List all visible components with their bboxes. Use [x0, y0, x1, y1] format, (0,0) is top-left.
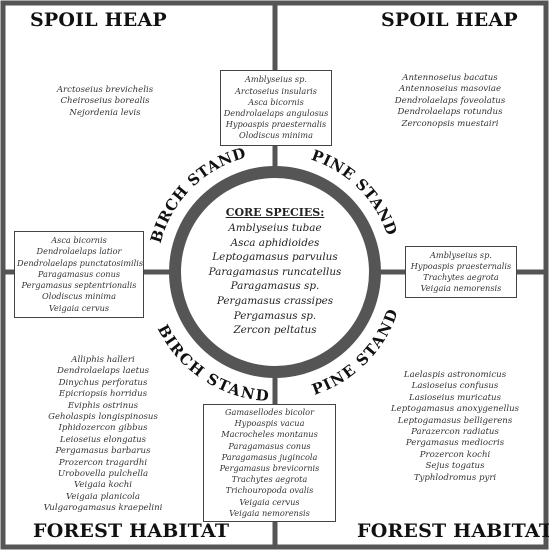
species-item: Veigaia planicola [66, 491, 140, 502]
core-species-item: Pergamasus sp. [233, 309, 317, 322]
species-box-left: Asca bicornis Dendrolaelaps latior Dendr… [14, 231, 144, 318]
species-item: Typhlodromus pyri [413, 472, 497, 483]
species-item: Pergamasus barbarus [55, 446, 151, 457]
species-item: Pergamasus brevicornis [219, 463, 320, 473]
species-item: Arctoseius insularis [235, 85, 317, 96]
heading-bottom-left: FOREST HABITAT [33, 520, 230, 542]
species-item: Olodiscus minima [42, 291, 116, 302]
species-list-bottom-right: Laelaspis astronomicus Lasioseius confus… [385, 370, 525, 484]
species-item: Zerconopsis muestairi [401, 118, 499, 129]
species-item: Hypoaspis praesternalis [410, 260, 512, 271]
species-item: Veigaia cervus [239, 496, 300, 507]
species-item: Antennoseius bacatus [402, 73, 498, 83]
species-item: Paragamasus conus [228, 440, 311, 451]
species-item: Veigaia cervus [48, 302, 110, 313]
species-item: Epicriopsis horridus [58, 389, 148, 400]
species-item: Laelaspis astronomicus [403, 370, 507, 380]
species-item: Paragamasus conus [37, 268, 121, 279]
species-item: Leioseius elongatus [59, 434, 147, 445]
species-list-bottom-left: Alliphis halleri Dendrolaelaps laetus Di… [28, 355, 178, 515]
heading-top-left: SPOIL HEAP [30, 9, 167, 31]
species-item: Macrocheles montanus [221, 429, 318, 440]
core-species-item: Leptogamasus parvulus [212, 251, 338, 264]
species-item: Olodiscus minima [239, 130, 313, 141]
species-item: Dendrolaelaps foveolatus [394, 95, 506, 106]
species-item: Veigaia nemorensis [420, 283, 502, 294]
core-species-item: Pergamasus crassipes [216, 294, 334, 307]
core-species-item: Paragamasus runcatellus [208, 265, 342, 278]
species-item: Amblyseius sp. [430, 249, 492, 260]
species-box-right: Amblyseius sp. Hypoaspis praesternalis T… [405, 246, 517, 298]
species-item: Hypoaspis vacua [234, 418, 305, 429]
species-item: Lasioseius muricatus [409, 392, 501, 403]
core-species-item: Asca aphidioides [230, 236, 320, 249]
species-item: Trichouropoda ovalis [225, 485, 314, 496]
core-species-item: Paragamasus sp. [230, 280, 320, 293]
species-item: Trachytes aegrota [423, 272, 499, 282]
species-item: Dendrolaelaps punctatosimilis [17, 257, 144, 268]
species-item: Nejordenia levis [69, 107, 141, 118]
species-item: Lasioseius confusus [411, 381, 499, 392]
core-species-panel: CORE SPECIES: Amblyseius tubae Asca aphi… [180, 206, 370, 346]
species-list-top-right: Antennoseius bacatus Antennoseius masovi… [385, 73, 515, 130]
species-item: Pergamasus septentrionalis [21, 280, 137, 291]
species-item: Eviphis ostrinus [67, 400, 139, 411]
species-item: Geholaspis longispinosus [48, 412, 158, 423]
species-item: Trachytes aegrota [231, 474, 308, 485]
species-item: Veigaia nemorensis [229, 507, 310, 518]
species-item: Dendrolaelaps rotundus [397, 107, 503, 118]
species-item: Leptogamasus belligerens [397, 415, 513, 426]
species-item: Veigaia kochi [74, 480, 132, 491]
species-item: Dinychus perforatus [58, 377, 148, 388]
species-item: Prozercon tragardhi [58, 457, 148, 468]
core-species-title: CORE SPECIES: [225, 206, 325, 219]
core-ring [169, 166, 381, 378]
species-item: Cheiroseius borealis [60, 96, 150, 107]
species-item: Vulgarogamasus kraepelini [43, 503, 163, 514]
species-item: Amblyseius sp. [245, 74, 307, 85]
species-item: Leptogamasus anoxygenellus [390, 404, 520, 415]
species-item: Antennoseius masoviae [398, 84, 502, 95]
heading-bottom-right: FOREST HABITAT [357, 520, 549, 542]
species-item: Asca bicornis [51, 235, 107, 246]
species-item: Dendrolaelaps laetus [56, 366, 150, 377]
species-item: Arctoseius brevichelis [56, 85, 154, 95]
species-item: Pergamasus mediocris [405, 438, 505, 449]
species-item: Asca bicornis [248, 96, 304, 107]
species-box-bottom: Gamasellodes bicolor Hypoaspis vacua Mac… [203, 404, 336, 522]
core-species-item: Amblyseius tubae [228, 222, 322, 234]
species-item: Dendrolaelaps angulosus [223, 108, 329, 118]
species-list-top-left: Arctoseius brevichelis Cheiroseius borea… [40, 85, 170, 119]
heading-top-right: SPOIL HEAP [381, 9, 518, 31]
species-item: Dendrolaelaps latior [36, 246, 122, 257]
species-item: Sejus togatus [425, 461, 485, 472]
species-item: Gamasellodes bicolor [224, 406, 314, 417]
species-item: Urobovella pulchella [57, 469, 149, 480]
species-item: Parazercon radiatus [411, 427, 499, 438]
core-species-item: Zercon peltatus [233, 324, 317, 337]
species-item: Prozercon kochi [419, 449, 491, 460]
species-item: Alliphis halleri [71, 355, 135, 365]
species-box-top: Amblyseius sp. Arctoseius insularis Asca… [220, 70, 332, 146]
species-item: Hypoaspis praesternalis [225, 119, 327, 130]
species-item: Paragamasus jugincola [221, 451, 318, 462]
species-item: Iphidozercon gibbus [58, 423, 148, 434]
